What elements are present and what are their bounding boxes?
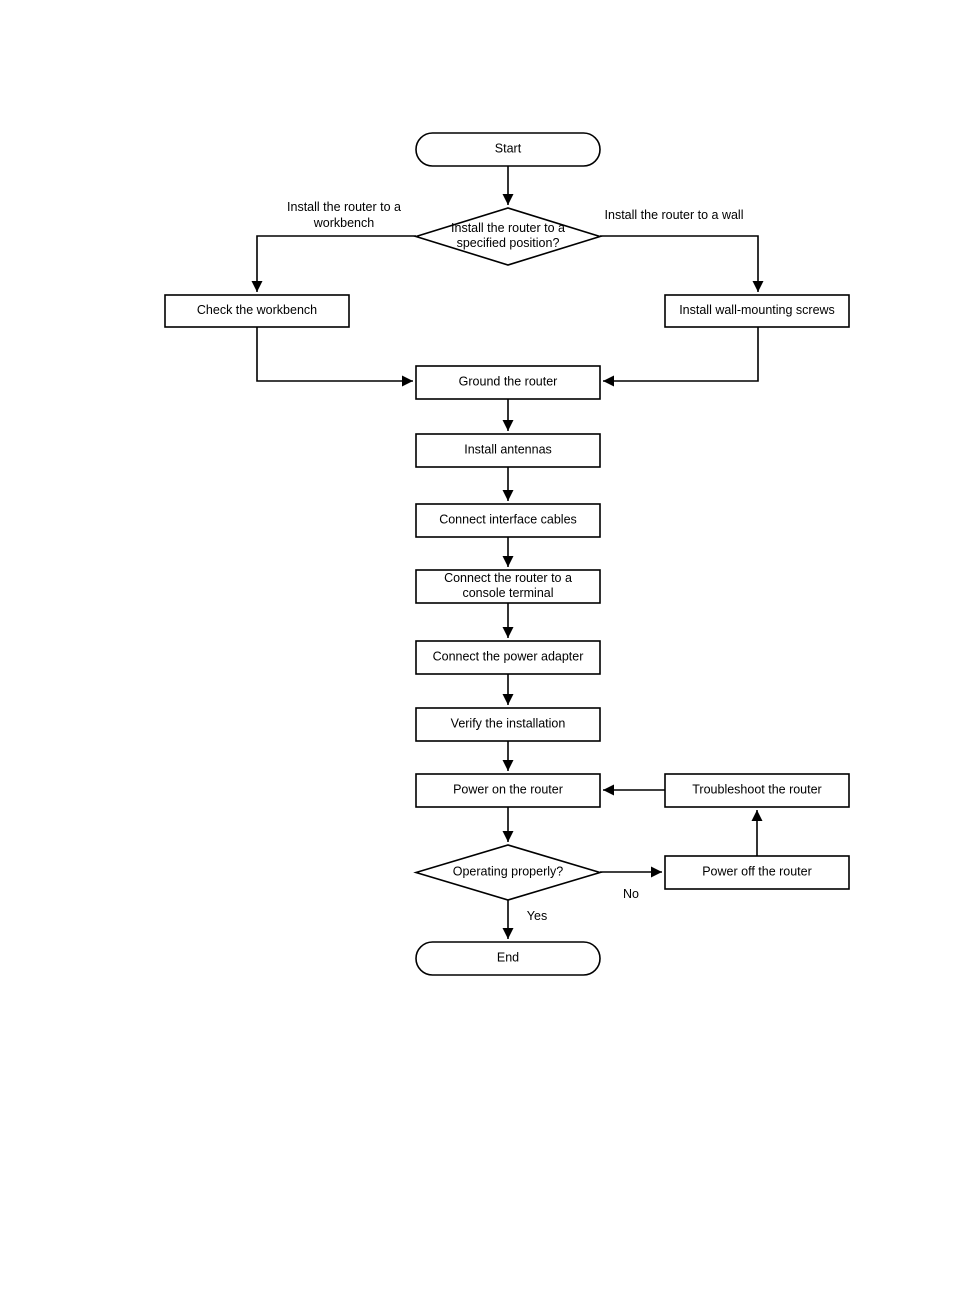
node-label-end: End (497, 951, 519, 965)
terminator-capsule (415, 941, 601, 976)
edge-install-screws-to-ground-router (603, 327, 759, 387)
process-rect (415, 640, 601, 675)
process-rect (415, 773, 601, 808)
node-start[interactable]: Start (415, 132, 601, 167)
edge-check-workbench-to-ground-router (256, 327, 413, 387)
node-label-check-workbench: Check the workbench (197, 303, 317, 317)
arrow-head-icon (502, 490, 514, 501)
edge-label-install-the-router-to-a-wall: Install the router to a wall (605, 208, 744, 222)
edge-decision-operating-to-end: Yes (502, 900, 547, 939)
edge-connect-console-to-connect-power-adapter (502, 603, 514, 638)
node-check-workbench[interactable]: Check the workbench (164, 294, 350, 328)
edge-decision-operating-to-power-off: No (600, 866, 662, 901)
process-rect (664, 294, 850, 328)
process-rect (664, 773, 850, 808)
process-rect (415, 569, 601, 604)
edge-label-no: No (623, 887, 639, 901)
process-rect (164, 294, 350, 328)
edge-path (256, 235, 416, 292)
process-rect (664, 855, 850, 890)
arrow-head-icon (502, 194, 514, 205)
node-power-off[interactable]: Power off the router (664, 855, 850, 890)
node-label-ground-router: Ground the router (459, 375, 558, 389)
process-rect (415, 365, 601, 400)
arrow-head-icon (502, 556, 514, 567)
node-label-connect-interface-cables: Connect interface cables (439, 513, 577, 527)
process-rect (415, 707, 601, 742)
node-label-install-screws: Install wall-mounting screws (679, 303, 835, 317)
node-label-install-antennas: Install antennas (464, 443, 552, 457)
process-rect (415, 503, 601, 538)
decision-diamond (413, 844, 603, 901)
edge-troubleshoot-to-power-on (603, 784, 665, 796)
arrow-head-icon (402, 375, 413, 387)
node-label-power-on: Power on the router (453, 783, 563, 797)
node-label-verify-installation: Verify the installation (451, 717, 566, 731)
node-install-screws[interactable]: Install wall-mounting screws (664, 294, 850, 328)
node-label-troubleshoot: Troubleshoot the router (692, 783, 821, 797)
node-verify-installation[interactable]: Verify the installation (415, 707, 601, 742)
edge-verify-installation-to-power-on (502, 741, 514, 771)
node-label-start: Start (495, 142, 522, 156)
arrow-head-icon (502, 627, 514, 638)
arrow-head-icon (752, 281, 764, 292)
node-end[interactable]: End (415, 941, 601, 976)
terminator-capsule (415, 132, 601, 167)
arrow-head-icon (251, 281, 263, 292)
node-install-antennas[interactable]: Install antennas (415, 433, 601, 468)
edge-connect-interface-cables-to-connect-console (502, 537, 514, 567)
node-decision-operating[interactable]: Operating properly? (413, 844, 603, 901)
edge-path (600, 235, 759, 292)
node-label-power-off: Power off the router (702, 865, 812, 879)
node-label-connect-power-adapter: Connect the power adapter (433, 650, 584, 664)
node-connect-interface-cables[interactable]: Connect interface cables (415, 503, 601, 538)
node-label-decision-operating: Operating properly? (453, 865, 564, 879)
arrow-head-icon (651, 866, 662, 878)
edge-start-to-decision-position (502, 166, 514, 205)
arrow-head-icon (603, 784, 614, 796)
arrow-head-icon (502, 831, 514, 842)
node-troubleshoot[interactable]: Troubleshoot the router (664, 773, 850, 808)
edge-connect-power-adapter-to-verify-installation (502, 674, 514, 705)
arrow-head-icon (751, 810, 763, 821)
arrow-head-icon (603, 375, 614, 387)
edge-label-yes: Yes (527, 909, 547, 923)
arrow-head-icon (502, 928, 514, 939)
node-ground-router[interactable]: Ground the router (415, 365, 601, 400)
edge-path (603, 327, 759, 382)
node-power-on[interactable]: Power on the router (415, 773, 601, 808)
arrow-head-icon (502, 420, 514, 431)
edge-power-off-to-troubleshoot (751, 810, 763, 856)
process-rect (415, 433, 601, 468)
decision-diamond (413, 207, 603, 266)
edge-path (256, 327, 413, 382)
arrow-head-icon (502, 694, 514, 705)
edge-decision-position-to-install-screws: Install the router to a wall (600, 208, 764, 292)
edge-install-antennas-to-connect-interface-cables (502, 467, 514, 501)
edge-power-on-to-decision-operating (502, 807, 514, 842)
node-connect-power-adapter[interactable]: Connect the power adapter (415, 640, 601, 675)
arrow-head-icon (502, 760, 514, 771)
edge-ground-router-to-install-antennas (502, 399, 514, 431)
